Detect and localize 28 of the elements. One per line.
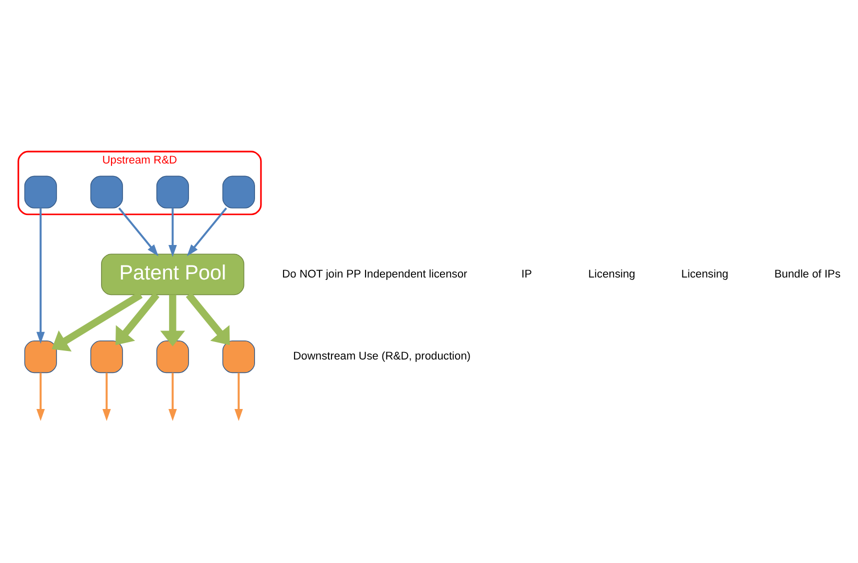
arrow [186, 292, 230, 345]
arrow [168, 372, 177, 420]
arrow [118, 206, 158, 256]
node-box [90, 175, 123, 208]
arrow [168, 208, 177, 256]
arrow [160, 294, 186, 346]
label: Licensing [681, 268, 728, 280]
node-box [222, 175, 255, 208]
arrow [102, 372, 111, 420]
label: Bundle of IPs [774, 268, 841, 280]
arrow [36, 372, 45, 420]
label: Licensing [588, 268, 636, 280]
arrow [116, 292, 160, 345]
arrow [234, 372, 243, 420]
node-box [90, 340, 123, 373]
arrow [186, 206, 228, 256]
node-box [156, 340, 189, 373]
node-box: Patent Pool [101, 253, 244, 295]
arrow [52, 291, 143, 352]
cluster: Upstream R&D [18, 150, 262, 215]
label: Downstream Use (R&D, production) [293, 350, 471, 362]
node-box [24, 340, 57, 373]
label: Do NOT join PP Independent licensor [282, 268, 468, 280]
node-box [156, 175, 189, 208]
node-box [24, 175, 57, 208]
arrow [36, 208, 45, 344]
label: IP [521, 268, 532, 280]
node-box [222, 340, 255, 373]
